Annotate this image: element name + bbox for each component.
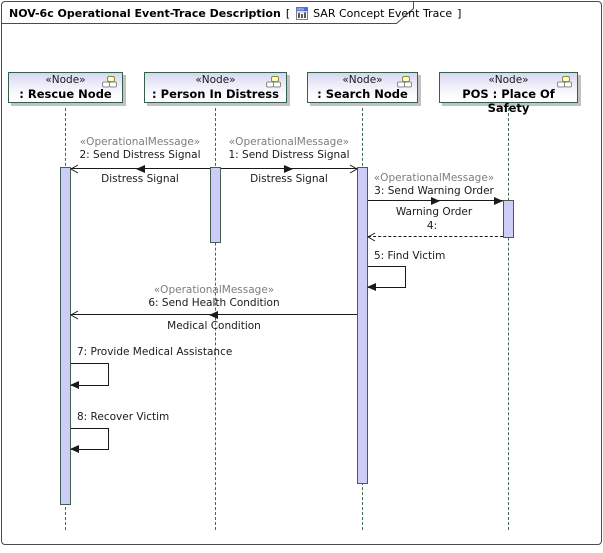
message-label: 4: bbox=[426, 220, 438, 232]
solid-arrowhead-right-icon bbox=[494, 197, 503, 205]
node-name: : Search Node bbox=[317, 87, 408, 101]
message-line[interactable] bbox=[367, 232, 503, 242]
diagram-subtitle: SAR Concept Event Trace bbox=[313, 6, 453, 20]
node-name: : Rescue Node bbox=[19, 87, 112, 101]
info-flow-triangle-icon bbox=[135, 165, 145, 173]
message-line[interactable] bbox=[368, 197, 503, 205]
activation-rescue-node[interactable] bbox=[60, 167, 71, 505]
node-stereotype: «Node» bbox=[195, 74, 236, 86]
node-stereotype: «Node» bbox=[342, 74, 383, 86]
node-name: : Person In Distress bbox=[152, 87, 279, 101]
self-message-loop[interactable] bbox=[367, 266, 406, 291]
node-box-rescue-node[interactable]: «Node» : Rescue Node bbox=[8, 72, 123, 103]
message-label: 2: Send Distress Signal bbox=[79, 149, 201, 161]
conveyed-information: Warning Order bbox=[395, 206, 473, 218]
open-arrowhead-right-icon bbox=[349, 164, 358, 174]
open-arrowhead-left-icon bbox=[70, 164, 79, 174]
node-icon bbox=[397, 76, 412, 88]
message-stereotype: «OperationalMessage» bbox=[373, 172, 495, 184]
node-icon bbox=[266, 76, 281, 88]
message-stereotype: «OperationalMessage» bbox=[153, 284, 275, 296]
svg-text:NOV: NOV bbox=[297, 7, 305, 11]
bracket-open: [ bbox=[285, 6, 291, 20]
conveyed-information: Medical Condition bbox=[167, 320, 261, 332]
message-line[interactable] bbox=[70, 164, 210, 174]
solid-arrowhead-left-icon bbox=[70, 445, 79, 453]
open-arrowhead-left-icon bbox=[70, 310, 79, 320]
nov-diagram-icon: NOV bbox=[296, 6, 309, 20]
node-box-place-of-safety[interactable]: «Node» POS : Place Of Safety bbox=[439, 72, 578, 115]
node-stereotype: «Node» bbox=[488, 74, 529, 86]
message-label: 8: Recover Victim bbox=[77, 411, 170, 423]
message-label: 7: Provide Medical Assistance bbox=[77, 346, 233, 358]
activation-place-of-safety[interactable] bbox=[503, 200, 514, 238]
node-icon bbox=[102, 76, 117, 88]
conveyed-information: Distress Signal bbox=[250, 173, 328, 185]
message-label: 6: Send Health Condition bbox=[148, 297, 280, 309]
node-name: POS : Place Of Safety bbox=[462, 87, 555, 115]
self-message-loop[interactable] bbox=[70, 363, 109, 389]
conveyed-information: Distress Signal bbox=[101, 173, 179, 185]
frame-title-tab: NOV-6c Operational Event-Trace Descripti… bbox=[9, 4, 462, 22]
message-label: 3: Send Warning Order bbox=[374, 185, 494, 197]
node-box-search-node[interactable]: «Node» : Search Node bbox=[307, 72, 418, 103]
message-label: 5: Find Victim bbox=[374, 250, 446, 262]
activation-person-in-distress[interactable] bbox=[210, 167, 221, 243]
node-icon bbox=[557, 76, 572, 88]
node-box-person-in-distress[interactable]: «Node» : Person In Distress bbox=[144, 72, 287, 103]
lifeline-place-of-safety[interactable] bbox=[508, 103, 509, 530]
info-flow-triangle-icon bbox=[284, 165, 293, 173]
message-stereotype: «OperationalMessage» bbox=[79, 136, 201, 148]
info-flow-triangle-icon bbox=[209, 311, 218, 319]
bracket-close: ] bbox=[457, 6, 462, 20]
info-flow-triangle-icon bbox=[430, 197, 440, 205]
message-line[interactable] bbox=[70, 310, 357, 320]
message-label: 1: Send Distress Signal bbox=[228, 149, 350, 161]
message-stereotype: «OperationalMessage» bbox=[228, 136, 350, 148]
node-stereotype: «Node» bbox=[45, 74, 86, 86]
diagram-title: NOV-6c Operational Event-Trace Descripti… bbox=[9, 6, 281, 20]
open-arrowhead-left-icon bbox=[367, 232, 376, 242]
activation-search-node[interactable] bbox=[357, 167, 368, 484]
solid-arrowhead-left-icon bbox=[70, 381, 79, 389]
message-line[interactable] bbox=[221, 164, 358, 174]
solid-arrowhead-left-icon bbox=[367, 283, 376, 291]
self-message-loop[interactable] bbox=[70, 428, 109, 453]
